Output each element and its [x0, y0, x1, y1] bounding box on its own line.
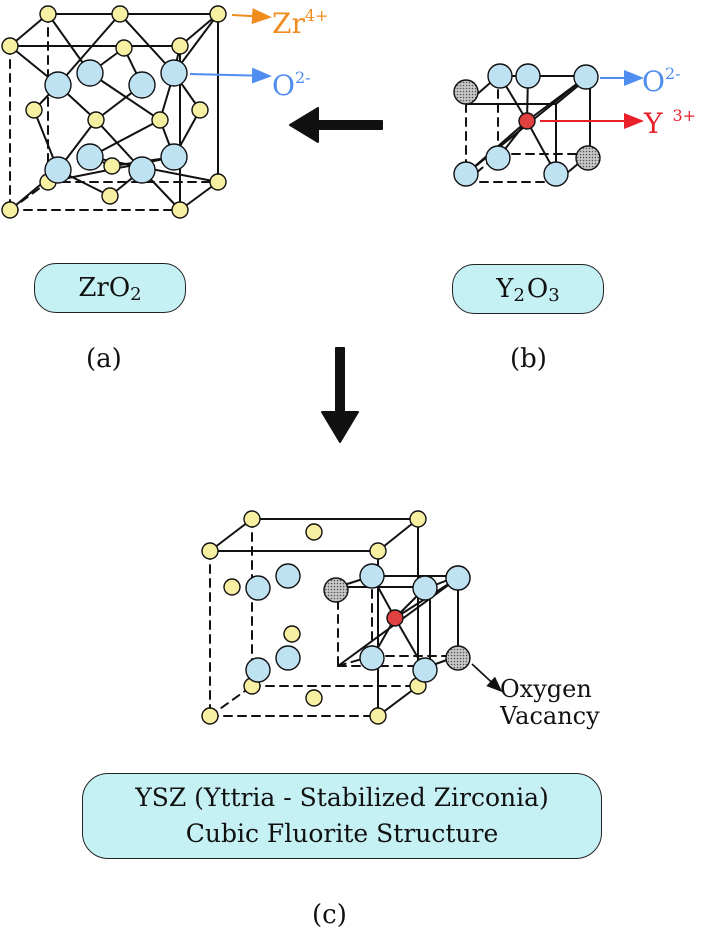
- o-ion: [485, 145, 511, 171]
- vacancy-site: [323, 577, 349, 603]
- zr-pointer-arrow: [231, 8, 272, 25]
- y2o3-o-sub: 3: [548, 284, 560, 306]
- vacancy-site: [453, 79, 479, 105]
- y-ion: [518, 112, 536, 130]
- o-ion: [44, 71, 72, 99]
- o-ion: [128, 156, 156, 184]
- zr-ion: [1, 201, 19, 219]
- caption-a: (a): [86, 344, 122, 374]
- arrow-to-ysz: [321, 347, 359, 443]
- zr-ion: [101, 187, 119, 205]
- y-ion: [386, 609, 404, 627]
- zr-ion: [243, 510, 261, 528]
- vacancy-line2: Vacancy: [500, 702, 600, 730]
- zr-ion: [409, 510, 427, 528]
- o-ion: [412, 657, 438, 683]
- zr-ion: [305, 689, 323, 707]
- arrow-y2o3-to-zro2: [289, 107, 383, 143]
- zr-o-bond: [57, 13, 121, 86]
- vacancy-line1: Oxygen: [500, 675, 592, 703]
- zr-ion: [209, 173, 227, 191]
- zro2-formula-sub: 2: [130, 283, 142, 305]
- o-ion: [359, 563, 385, 589]
- zr-ion: [369, 542, 387, 560]
- zr-ion: [283, 625, 301, 643]
- vacancy-pointer-arrow: [471, 663, 503, 693]
- zr-ion: [369, 707, 387, 725]
- zr-ion: [223, 578, 241, 596]
- o-ion: [76, 143, 104, 171]
- o-ion: [515, 63, 541, 89]
- zr-ion: [87, 111, 105, 129]
- zr-label-text: Zr: [272, 7, 305, 40]
- o-ion: [275, 645, 301, 671]
- zr-ion: [111, 5, 129, 23]
- o-pointer-arrow-a: [189, 67, 272, 84]
- o-ion: [573, 64, 599, 90]
- y2o3-y: Y: [496, 274, 514, 304]
- y2o3-o: O: [526, 274, 549, 304]
- zr-ion: [103, 157, 121, 175]
- zr-ion: [201, 542, 219, 560]
- o-ion: [76, 59, 104, 87]
- zr-ion: [39, 5, 57, 23]
- oxygen-vacancy-label: Oxygen Vacancy: [500, 676, 600, 730]
- y-label-text: Y: [644, 107, 663, 140]
- ysz-title-box: YSZ (Yttria - Stabilized Zirconia) Cubic…: [82, 773, 602, 859]
- o-ion: [412, 575, 438, 601]
- zr-ion: [1, 37, 19, 55]
- o-ion-label-b: O2-: [642, 65, 681, 98]
- y-ion-label: Y 3+: [644, 107, 696, 140]
- zr-charge: 4+: [304, 6, 329, 25]
- o-ion: [128, 71, 156, 99]
- o-ion: [453, 161, 479, 187]
- o-ion: [44, 156, 72, 184]
- ysz-title-line1: YSZ (Yttria - Stabilized Zirconia): [135, 783, 549, 812]
- o-ion: [160, 143, 188, 171]
- zr-ion: [209, 5, 227, 23]
- y2o3-y-sub: 2: [513, 284, 525, 306]
- o-ion: [359, 645, 385, 671]
- o-label-text-a: O: [272, 69, 295, 102]
- o-ion: [543, 161, 569, 187]
- zro2-formula-main: ZrO: [78, 273, 131, 303]
- zr-ion: [115, 39, 133, 57]
- o-ion: [487, 63, 513, 89]
- caption-b: (b): [510, 344, 547, 374]
- zr-ion: [171, 201, 189, 219]
- oxygen-vacancy: [445, 645, 471, 671]
- zr-ion: [191, 101, 209, 119]
- zr-ion: [25, 101, 43, 119]
- o-charge-b: 2-: [664, 64, 681, 83]
- o-ion: [245, 575, 271, 601]
- o-ion: [245, 657, 271, 683]
- zr-ion: [201, 707, 219, 725]
- zr-ion: [171, 37, 189, 55]
- o-ion: [275, 563, 301, 589]
- zr-o-bond: [89, 72, 161, 121]
- ysz-cube-edge: [209, 518, 253, 552]
- ysz-title-line2: Cubic Fluorite Structure: [185, 819, 499, 848]
- o-ion: [445, 565, 471, 591]
- zr-ion: [305, 523, 323, 541]
- y-charge: 3+: [672, 106, 697, 125]
- zr-ion-label: Zr4+: [272, 7, 328, 40]
- o-label-text-b: O: [642, 65, 665, 98]
- o-ion: [160, 59, 188, 87]
- o-ion-label-a: O2-: [272, 69, 311, 102]
- caption-c: (c): [312, 900, 347, 930]
- zr-ion: [151, 111, 169, 129]
- vacancy-site: [575, 145, 601, 171]
- o-charge-a: 2-: [294, 68, 311, 87]
